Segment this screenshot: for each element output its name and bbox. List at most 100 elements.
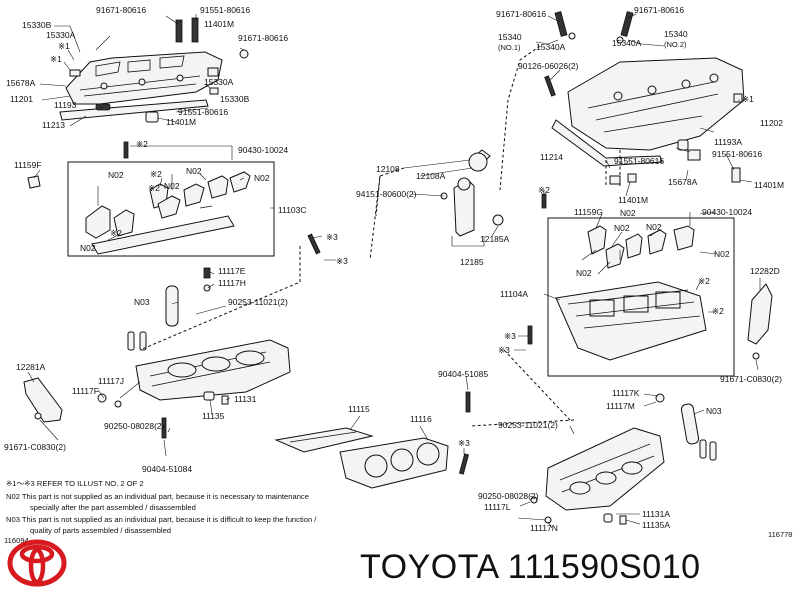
part-label: 11117K (612, 388, 640, 398)
callout-labels: 91671-80616 91551-80616 15330B 11401M 15… (4, 5, 792, 539)
part-label: 11213 (42, 120, 65, 130)
part-label: 12108 (376, 164, 400, 174)
footnotes: ※1～※3 REFER TO ILLUST NO. 2 OF 2 N02 Thi… (4, 479, 317, 545)
part-label: ※1 (50, 54, 62, 64)
part-label: 11117E (218, 266, 246, 276)
part-label: 11103C (278, 205, 307, 215)
part-label: 11214 (540, 152, 563, 162)
part-label: 11116 (410, 414, 432, 424)
part-label: ※2 (110, 228, 122, 238)
part-label: 11401M (166, 117, 196, 127)
part-label: 11117J (98, 376, 124, 386)
part-label: 15330A (204, 77, 234, 87)
note-n02-line1: N02 This part is not supplied as an indi… (6, 492, 309, 501)
part-label: ※1 (742, 94, 754, 104)
part-label: 91671-80616 (238, 33, 288, 43)
part-label: 12185 (460, 257, 484, 267)
part-label: ※2 (712, 306, 724, 316)
part-label: 91671-80616 (634, 5, 684, 15)
part-label: 15340A (612, 38, 642, 48)
part-label: 91671-80616 (96, 5, 146, 15)
part-label: 11401M (754, 180, 784, 190)
part-label: N02 (576, 268, 592, 278)
part-label: ※2 (150, 169, 162, 179)
part-label: 12108A (416, 171, 446, 181)
part-label: 11193 (54, 100, 77, 110)
right-middle-leaders (469, 190, 761, 427)
part-label: 90250-08028(2) (478, 491, 539, 501)
part-label: 12281A (16, 362, 46, 372)
part-label: ※2 (698, 276, 710, 286)
part-number-title: TOYOTA 111590S010 (360, 548, 701, 586)
part-label: 15340A (536, 42, 566, 52)
part-label: N02 (164, 181, 180, 191)
part-label: 15678A (668, 177, 698, 187)
part-label: 11131 (234, 394, 257, 404)
toyota-logo-icon (7, 539, 67, 587)
part-label: 11401M (618, 195, 648, 205)
part-label: 90253-11021(2) (228, 297, 288, 307)
part-label: 12185A (480, 234, 510, 244)
left-head-gasket-group (274, 427, 470, 489)
part-label: 15678A (6, 78, 36, 88)
part-label: 11117N (530, 523, 558, 533)
part-label: N02 (108, 170, 124, 180)
part-label: 11159F (14, 160, 42, 170)
part-label: ※2 (136, 139, 148, 149)
part-label: ※3 (336, 256, 348, 266)
oil-filler-group (440, 149, 504, 237)
part-label: 11401M (204, 19, 234, 29)
right-lower-leaders (465, 375, 705, 529)
part-label: 91671-C0830(2) (4, 442, 66, 452)
part-label: 11104A (500, 289, 528, 299)
part-label: N02 (254, 173, 270, 183)
part-label: 11159G (574, 207, 603, 217)
part-label: ※1 (58, 41, 70, 51)
part-label: 15340 (498, 32, 522, 42)
part-label: ※3 (326, 232, 338, 242)
part-label: 90253-11021(2) (498, 420, 558, 430)
part-label: 15330B (220, 94, 250, 104)
part-label: N03 (706, 406, 722, 416)
part-label: N02 (646, 222, 662, 232)
part-label: 12282D (750, 266, 780, 276)
part-label: 15330B (22, 20, 52, 30)
part-label: 91671-C0830(2) (720, 374, 782, 384)
illustration-code: 116094 (4, 536, 29, 545)
part-label: N03 (134, 297, 150, 307)
part-label: 90404-51085 (438, 369, 488, 379)
part-label: N02 (614, 223, 630, 233)
part-label: 11117H (218, 278, 246, 288)
part-label: N02 (714, 249, 730, 259)
part-label: ※2 (538, 185, 550, 195)
part-label: 90430-10024 (702, 207, 752, 217)
note-refer: ※1～※3 REFER TO ILLUST NO. 2 OF 2 (6, 479, 144, 488)
right-valve-cover-assembly (544, 11, 745, 185)
part-label: 90126-06026(2) (518, 61, 579, 71)
part-label: 91551-80616 (178, 107, 228, 117)
part-label: 11131A (642, 509, 670, 519)
part-label: 11202 (760, 118, 783, 128)
part-label: 91551-80616 (712, 149, 762, 159)
part-label: 91551-80616 (200, 5, 250, 15)
part-label: 11193A (714, 137, 742, 147)
part-label: 94151-80600(2) (356, 189, 417, 199)
part-label: 90250-08028(2) (104, 421, 165, 431)
left-valve-cover-assembly (59, 17, 249, 123)
part-label: ※3 (498, 345, 510, 355)
part-label: 11135 (202, 411, 225, 421)
part-label: 11117M (606, 401, 635, 411)
part-label: 11201 (10, 94, 33, 104)
part-label: 90430-10024 (238, 145, 288, 155)
left-top-leaders (39, 14, 245, 127)
part-label: 15340 (664, 29, 688, 39)
part-label: 90404-51084 (142, 464, 192, 474)
left-middle-leaders (33, 145, 274, 241)
part-label: ※3 (504, 331, 516, 341)
part-label: N02 (186, 166, 202, 176)
diagram-code: 116778 (768, 530, 792, 539)
part-label: (NO.1) (498, 43, 521, 52)
right-top-leaders (499, 13, 753, 197)
part-label: N02 (620, 208, 636, 218)
left-cylinder-head-group (23, 233, 321, 439)
